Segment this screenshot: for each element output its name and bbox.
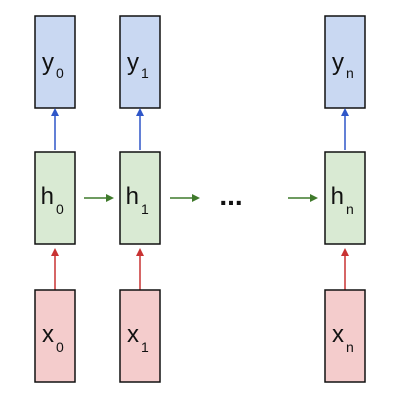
output-node-1 xyxy=(119,15,161,109)
input-node-1 xyxy=(119,289,161,383)
hidden-subscript-n: n xyxy=(346,201,354,217)
output-label-1: y xyxy=(127,49,139,76)
input-subscript-n: n xyxy=(346,339,354,355)
timestep-n: y n h n x n xyxy=(324,15,366,383)
output-node-0 xyxy=(34,15,76,109)
hidden-node-n xyxy=(324,151,366,245)
output-subscript-0: 0 xyxy=(56,65,64,81)
timestep-0: y 0 h 0 x 0 xyxy=(34,15,76,383)
output-subscript-n: n xyxy=(346,65,354,81)
timestep-1: y 1 h 1 x 1 xyxy=(119,15,161,383)
input-label-n: x xyxy=(332,321,344,348)
hidden-subscript-0: 0 xyxy=(56,201,64,217)
output-node-n xyxy=(324,15,366,109)
input-node-0 xyxy=(34,289,76,383)
input-node-n xyxy=(324,289,366,383)
hidden-node-1 xyxy=(119,151,161,245)
input-subscript-0: 0 xyxy=(56,339,64,355)
hidden-label-0: h xyxy=(41,183,54,210)
ellipsis-text: ... xyxy=(219,180,242,211)
hidden-label-1: h xyxy=(126,183,139,210)
hidden-node-0 xyxy=(34,151,76,245)
output-subscript-1: 1 xyxy=(141,65,149,81)
hidden-subscript-1: 1 xyxy=(141,201,149,217)
hidden-label-n: h xyxy=(331,183,344,210)
input-label-1: x xyxy=(127,321,139,348)
input-label-0: x xyxy=(42,321,54,348)
output-label-n: y xyxy=(332,49,344,76)
input-subscript-1: 1 xyxy=(141,339,149,355)
output-label-0: y xyxy=(42,49,54,76)
